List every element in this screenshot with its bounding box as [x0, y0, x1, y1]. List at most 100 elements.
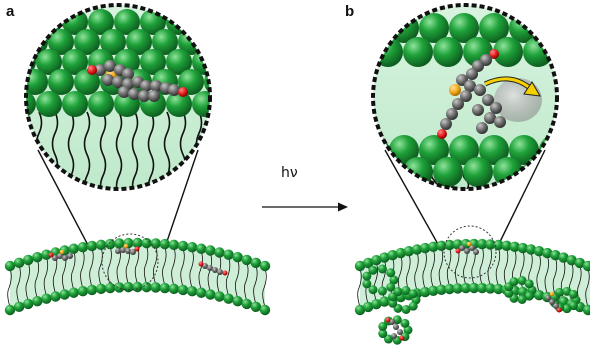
ghost-rotation-volume: [494, 78, 542, 122]
lipid-head: [22, 69, 48, 95]
lipid-head: [525, 279, 534, 288]
lipid-head: [232, 296, 242, 306]
lipid-tail: [560, 160, 565, 200]
lipid-head: [196, 288, 206, 298]
lipid-head: [260, 261, 270, 271]
lipid-head: [59, 289, 69, 299]
lipid-head: [169, 240, 179, 250]
lipid-head: [260, 305, 270, 315]
lipid-head: [433, 37, 463, 67]
lipid-head: [62, 91, 88, 117]
lipid-tail: [213, 112, 218, 197]
lipid-head: [160, 239, 170, 249]
lipid-tail: [544, 160, 549, 200]
lipid-head: [553, 37, 583, 67]
lipid-head: [5, 305, 15, 315]
lipid-head: [41, 294, 51, 304]
lipid-head: [251, 302, 261, 312]
lipid-head: [369, 266, 378, 275]
lipid-head: [23, 255, 33, 265]
lipid-head: [378, 264, 387, 273]
lipid-head: [386, 268, 395, 277]
lipid-head: [205, 289, 215, 299]
lipid-head: [230, 69, 256, 95]
magnified-view-a: [10, 5, 282, 197]
panel-label-b: b: [345, 4, 354, 19]
lipid-head: [242, 255, 252, 265]
lipid-head: [362, 279, 371, 288]
lipid-head: [36, 91, 62, 117]
lipid-head: [214, 247, 224, 257]
lipid-head: [402, 305, 411, 314]
lipid-head: [114, 282, 124, 292]
lipid-head: [218, 49, 244, 75]
lipid-head: [196, 244, 206, 254]
lipid-head: [583, 37, 590, 67]
lipid-head: [518, 295, 527, 304]
lipid-head: [192, 91, 218, 117]
lipid-head: [230, 29, 256, 55]
lipid-tail: [368, 160, 373, 200]
lipid-head: [50, 291, 60, 301]
lipid-head: [87, 241, 97, 251]
lipid-head: [256, 69, 282, 95]
panel-b: [355, 5, 590, 345]
lipid-head: [523, 157, 553, 187]
lipid-head: [14, 302, 24, 312]
lipid-head: [14, 258, 24, 268]
lipid-head: [244, 49, 270, 75]
lipid-head: [23, 299, 33, 309]
lipid-head: [48, 69, 74, 95]
lipid-head: [132, 282, 142, 292]
lipid-head: [204, 29, 230, 55]
lipid-head: [160, 283, 170, 293]
lipid-head: [463, 157, 493, 187]
lipid-head: [359, 13, 389, 43]
lipid-head: [553, 157, 583, 187]
lipid-head: [151, 282, 161, 292]
lipid-head: [394, 287, 403, 296]
lipid-head: [69, 288, 79, 298]
lipid-head: [151, 238, 161, 248]
lipid-head: [409, 289, 418, 298]
lipid-head: [403, 157, 433, 187]
lipid-head: [214, 291, 224, 301]
lipid-head: [87, 285, 97, 295]
lipid-head: [105, 239, 115, 249]
panel-label-a: a: [6, 4, 14, 19]
lipid-head: [218, 91, 244, 117]
lipid-head: [123, 282, 133, 292]
lipid-head: [223, 294, 233, 304]
lipid-head: [256, 29, 282, 55]
lipid-head: [78, 242, 88, 252]
lipid-bilayer-b: [355, 239, 590, 345]
lipid-head: [5, 261, 15, 271]
lipid-head: [373, 37, 403, 67]
lipid-head: [205, 245, 215, 255]
lipid-head: [510, 277, 519, 286]
lipid-head: [169, 284, 179, 294]
lipid-head: [569, 13, 590, 43]
lipid-tail: [21, 112, 26, 197]
lipid-head: [10, 91, 36, 117]
lipid-head: [433, 157, 463, 187]
lipid-head: [493, 157, 523, 187]
lipid-head: [32, 252, 42, 262]
lipid-head: [192, 9, 218, 35]
lipid-head: [232, 252, 242, 262]
lipid-head: [523, 37, 553, 67]
panel-a: [5, 5, 282, 315]
lipid-head: [244, 91, 270, 117]
lipid-head: [539, 135, 569, 165]
lipid-head: [96, 284, 106, 294]
light-irradiation-label: hν: [281, 166, 298, 180]
lipid-tail: [384, 160, 389, 200]
lipid-head: [178, 285, 188, 295]
lipid-head: [400, 319, 409, 328]
lipid-head: [141, 282, 151, 292]
lipid-head: [539, 13, 569, 43]
lipid-head: [242, 299, 252, 309]
lipid-head: [403, 37, 433, 67]
lipid-head: [32, 296, 42, 306]
lipid-head: [187, 286, 197, 296]
